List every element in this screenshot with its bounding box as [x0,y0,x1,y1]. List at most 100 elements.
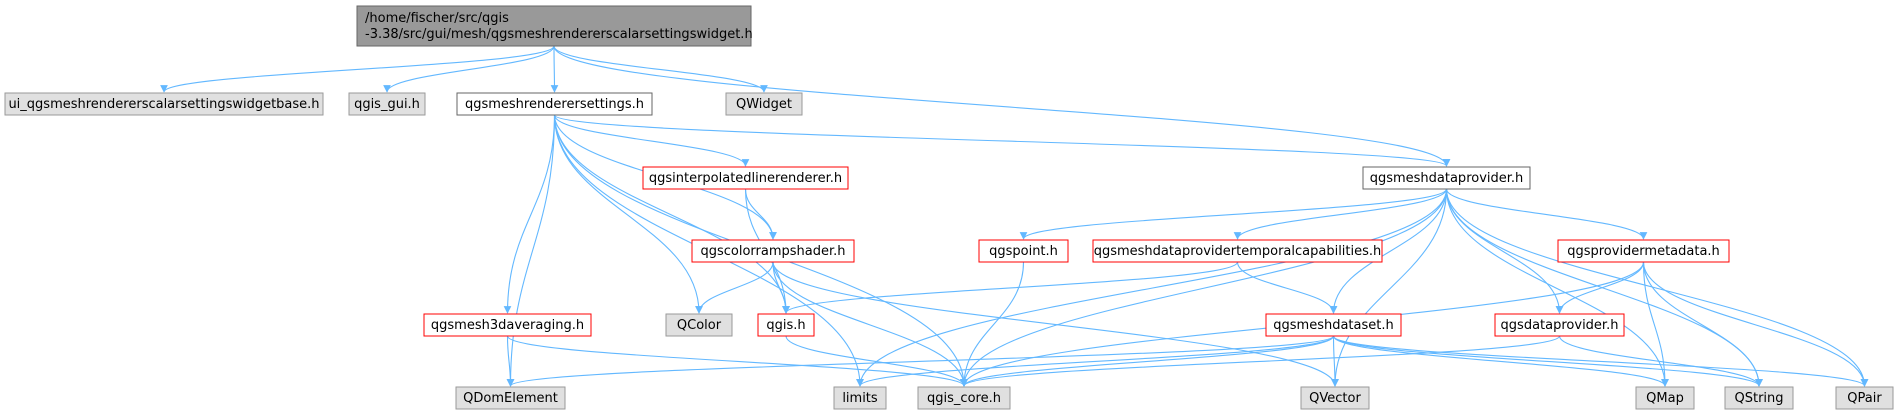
nodes-layer: /home/fischer/src/qgis-3.38/src/gui/mesh… [4,5,1894,410]
node-label-limits: limits [842,391,878,406]
node-box-qmap [1635,386,1695,410]
node-colorramp[interactable]: qgscolorrampshader.h [691,239,855,263]
edge-dataprovider_mesh-to-qgis_core [960,188,1448,387]
node-label-qdomelement: QDomElement [463,391,558,406]
edge-renderersettings-to-qdomelement [506,114,556,387]
node-label-qgis_gui: qgis_gui.h [354,97,420,112]
edge-meshdataset-to-qpair [1332,335,1869,387]
node-label-ui_base: ui_qgsmeshrendererscalarsettingswidgetba… [8,97,319,112]
edge-temporalcaps-to-qgis_h [782,261,1239,314]
node-label-providermeta: qgsprovidermetadata.h [1567,244,1720,259]
node-label-qvector: QVector [1309,391,1361,406]
node-meshdataset[interactable]: qgsmeshdataset.h [1265,313,1402,337]
edge-dataprovider_mesh-to-meshdataset [1329,188,1448,314]
node-qmap: QMap [1635,386,1695,410]
node-dataprovider_mesh[interactable]: qgsmeshdataprovider.h [1362,166,1531,190]
edge-dataprovider_mesh-to-qvector [1331,188,1448,387]
edge-colorramp-to-qvector [772,261,1339,387]
node-box-qgis_h [757,313,815,337]
edge-colorramp-to-qgis_core [772,261,968,387]
node-label-renderersettings: qgsmeshrenderersettings.h [465,97,644,112]
edge-meshdataset-to-qmap [1332,335,1669,387]
edge-renderersettings-to-dataprovider_mesh [553,114,1451,167]
node-label-qcolor: QColor [677,318,722,333]
node-label-qmap: QMap [1646,391,1684,406]
node-label-dataprovider: qgsdataprovider.h [1501,318,1619,333]
edge-meshdataset-to-qdomelement [506,335,1335,387]
node-root[interactable]: /home/fischer/src/qgis-3.38/src/gui/mesh… [356,5,753,47]
edge-root-to-qgis_gui [383,45,555,93]
node-box-limits [833,386,887,410]
node-box-meshdataset [1265,313,1402,337]
edge-dataprovider_mesh-to-temporalcaps [1233,188,1448,240]
node-box-qstring [1724,386,1794,410]
edge-dataprovider-to-qgis_core [960,335,1561,387]
edge-root-to-dataprovider_mesh [553,45,1451,167]
node-label-averaging: qgsmesh3daveraging.h [431,318,584,333]
node-qvector: QVector [1300,386,1370,410]
edge-meshdataset-to-qvector [1331,335,1339,387]
node-qgis_core: qgis_core.h [917,386,1011,410]
edge-dataprovider_mesh-to-qmap [1445,188,1669,387]
node-box-dataprovider_mesh [1362,166,1531,190]
node-interpolated[interactable]: qgsinterpolatedlinerenderer.h [642,166,849,190]
node-label-temporalcaps: qgsmeshdataprovidertemporalcapabilities.… [1094,244,1382,259]
edge-qgspoint-to-qgis_core [960,261,1025,387]
node-qcolor: QColor [665,313,733,337]
node-temporalcaps[interactable]: qgsmeshdataprovidertemporalcapabilities.… [1092,239,1383,263]
node-label-qgis_h: qgis.h [766,318,805,333]
node-label-qstring: QString [1734,391,1783,406]
node-label-colorramp: qgscolorrampshader.h [700,244,845,259]
node-label-meshdataset: qgsmeshdataset.h [1273,318,1393,333]
node-label-qgspoint: qgspoint.h [989,244,1058,259]
node-qdomelement: QDomElement [455,386,566,410]
node-label-root: -3.38/src/gui/mesh/qgsmeshrendererscalar… [365,27,753,42]
edge-dataprovider_mesh-to-qpair [1445,188,1869,387]
node-label-interpolated: qgsinterpolatedlinerenderer.h [649,171,842,186]
edge-interpolated-to-colorramp [744,188,777,240]
node-box-temporalcaps [1092,239,1383,263]
node-qstring: QString [1724,386,1794,410]
node-qpair: QPair [1835,386,1894,410]
node-label-qgis_core: qgis_core.h [927,391,1001,406]
node-qgis_gui: qgis_gui.h [348,92,426,116]
node-box-qgis_core [917,386,1011,410]
edge-qgis_h-to-qgis_core [785,335,968,387]
node-label-dataprovider_mesh: qgsmeshdataprovider.h [1370,171,1524,186]
edge-dataprovider_mesh-to-providermeta [1445,188,1648,240]
edge-averaging-to-qdomelement [506,335,515,387]
edge-averaging-to-qgis_core [506,335,968,387]
edge-renderersettings-to-qgis_h [553,114,790,314]
edge-root-to-renderersettings [550,45,559,93]
node-label-qwidget: QWidget [736,97,792,112]
node-box-dataprovider [1494,313,1625,337]
node-box-averaging [423,313,592,337]
edge-dataprovider-to-qstring [1558,335,1763,387]
node-ui_base: ui_qgsmeshrendererscalarsettingswidgetba… [4,92,324,116]
edge-dataprovider_mesh-to-limits [856,188,1448,387]
edge-providermeta-to-dataprovider [1555,261,1645,314]
edge-meshdataset-to-qstring [1332,335,1763,387]
node-box-colorramp [691,239,855,263]
node-averaging[interactable]: qgsmesh3daveraging.h [423,313,592,337]
node-providermeta[interactable]: qgsprovidermetadata.h [1557,239,1730,263]
node-renderersettings[interactable]: qgsmeshrenderersettings.h [456,92,653,116]
edge-dataprovider_mesh-to-qgspoint [1019,188,1448,240]
edge-meshdataset-to-limits [856,335,1335,387]
node-box-renderersettings [456,92,653,116]
node-label-qpair: QPair [1847,391,1882,406]
edge-colorramp-to-qgis_h [772,261,790,314]
node-box-interpolated [642,166,849,190]
node-box-providermeta [1557,239,1730,263]
node-label-root: /home/fischer/src/qgis [365,11,509,26]
node-qgspoint[interactable]: qgspoint.h [978,239,1069,263]
node-box-qcolor [665,313,733,337]
edge-renderersettings-to-interpolated [553,114,750,167]
node-box-qwidget [725,92,803,116]
node-dataprovider[interactable]: qgsdataprovider.h [1494,313,1625,337]
node-box-qdomelement [455,386,566,410]
node-qgis_h[interactable]: qgis.h [757,313,815,337]
edge-root-to-qwidget [553,45,768,93]
edge-colorramp-to-qcolor [695,261,774,314]
